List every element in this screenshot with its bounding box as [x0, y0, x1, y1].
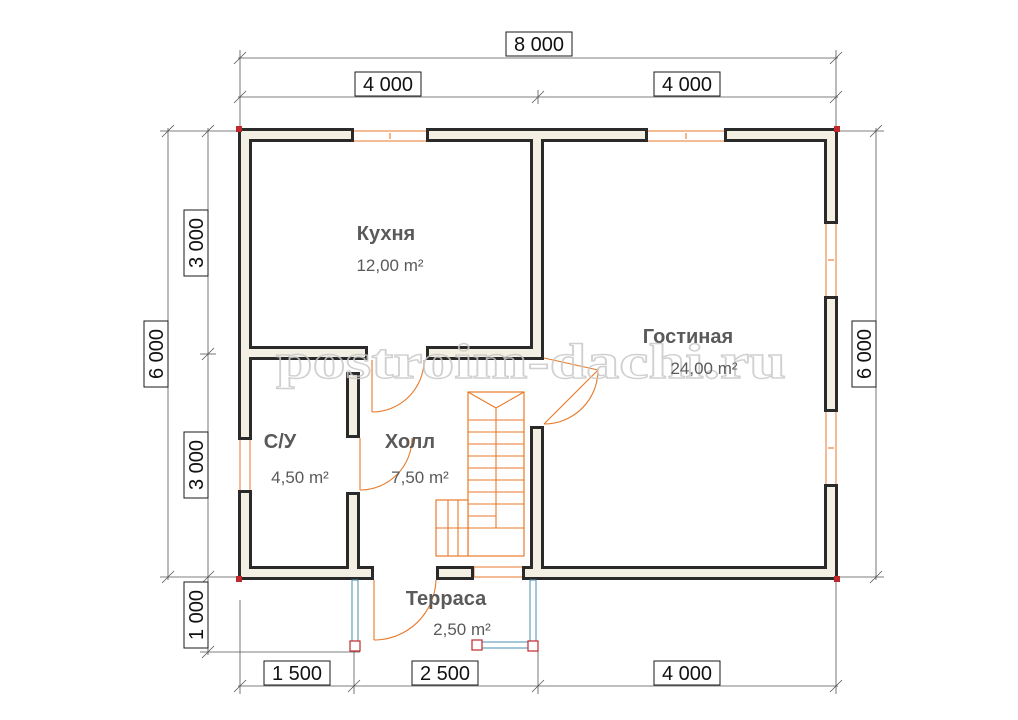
dim-left-lower-text: 3 000 — [186, 440, 208, 490]
dim-bottom-1-text: 1 500 — [272, 663, 322, 685]
dim-left-upper-text: 3 000 — [186, 218, 208, 268]
terrace-post-right — [527, 640, 539, 652]
room-labels: Кухня 12,00 m² Гостиная 24,00 m² С/У 4,5… — [264, 223, 738, 639]
dim-left-upper: 3 000 — [183, 209, 209, 277]
dim-right-total-text: 6 000 — [854, 329, 876, 379]
dim-left-terrace: 1 000 — [183, 581, 209, 649]
room-bathroom-area: 4,50 m² — [271, 468, 329, 487]
door-entrance — [373, 579, 437, 641]
dim-left-lower: 3 000 — [183, 431, 209, 499]
dim-top-total: 8 000 — [505, 31, 573, 57]
door-bathroom — [359, 437, 413, 491]
dim-bottom-2: 2 500 — [411, 660, 479, 686]
door-living — [543, 357, 599, 425]
watermark: postroim-dachi.ru — [276, 333, 786, 389]
dim-bottom-3: 4 000 — [653, 660, 721, 686]
window-hall-bottom — [473, 566, 525, 578]
walls-inner-fill — [241, 131, 835, 577]
corner-markers — [236, 126, 840, 582]
doors — [359, 357, 599, 641]
dim-bottom-1: 1 500 — [263, 660, 331, 686]
terrace-post-left — [349, 640, 361, 652]
room-terrace-name: Терраса — [406, 588, 487, 610]
room-hall-area: 7,50 m² — [391, 468, 449, 487]
window-bathroom — [239, 437, 251, 493]
dim-left-total: 6 000 — [143, 320, 169, 388]
door-kitchen — [371, 359, 425, 413]
room-kitchen-area: 12,00 m² — [356, 256, 423, 275]
dim-bottom-3-text: 4 000 — [662, 663, 712, 685]
dim-top-right: 4 000 — [653, 71, 721, 97]
dim-top-left: 4 000 — [354, 71, 422, 97]
dim-left-total-text: 6 000 — [146, 329, 168, 379]
room-hall-name: Холл — [385, 431, 435, 453]
room-terrace-area: 2,50 m² — [433, 620, 491, 639]
room-kitchen-name: Кухня — [357, 223, 415, 245]
dim-bottom-2-text: 2 500 — [420, 663, 470, 685]
dim-top-total-text: 8 000 — [514, 34, 564, 56]
terrace-rail-bottom — [481, 641, 535, 649]
terrace-post-middle — [471, 639, 483, 651]
staircase — [435, 391, 525, 557]
terrace-rail-left — [351, 579, 359, 645]
dim-top-left-text: 4 000 — [363, 74, 413, 96]
room-living-name: Гостиная — [643, 326, 733, 348]
room-bathroom-name: С/У — [264, 431, 297, 453]
room-living-area: 24,00 m² — [670, 359, 737, 378]
dim-left-terrace-text: 1 000 — [186, 590, 208, 640]
terrace — [349, 579, 539, 652]
terrace-rail-right — [529, 579, 537, 645]
dim-top-right-text: 4 000 — [662, 74, 712, 96]
dim-right-total: 6 000 — [851, 320, 877, 388]
dimension-lines — [160, 50, 884, 694]
dimension-labels: 8 000 4 000 4 000 1 500 2 500 4 000 6 00… — [143, 31, 877, 686]
